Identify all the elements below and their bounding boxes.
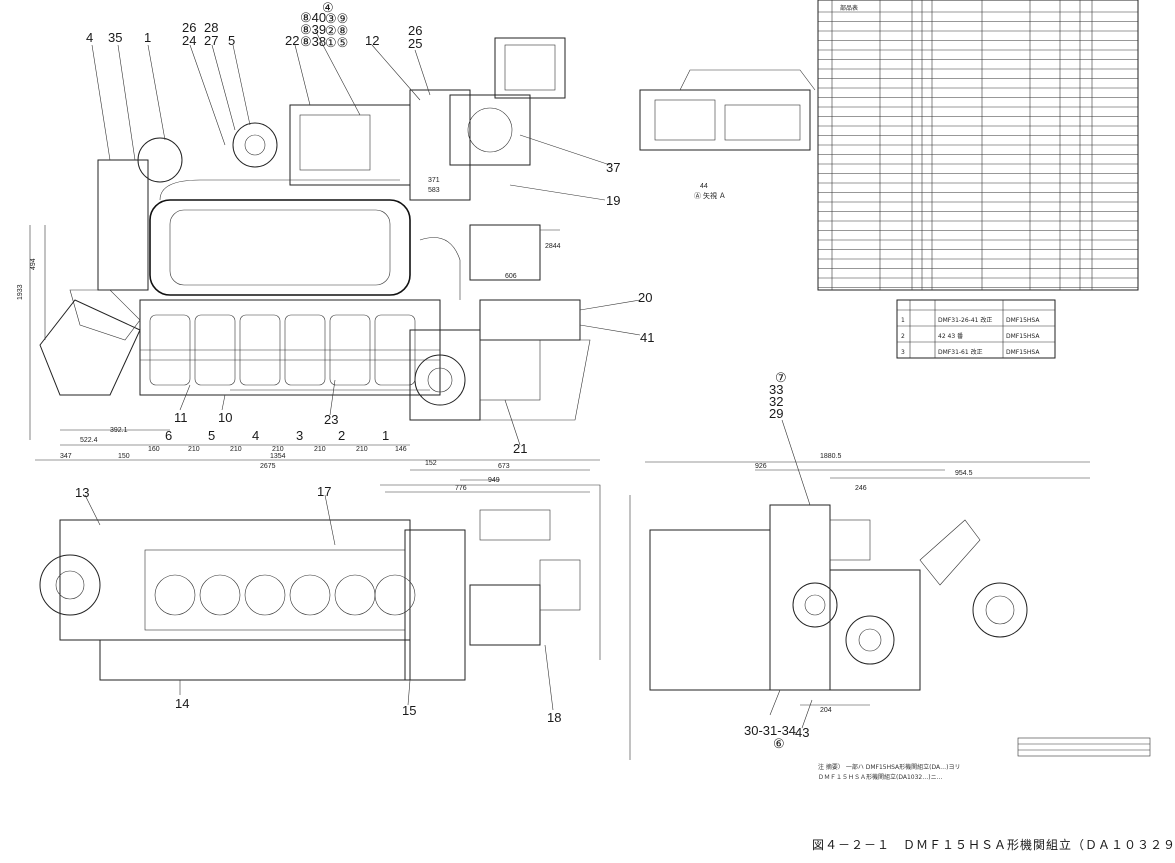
dim-150: 150 (118, 453, 130, 460)
callout-37: 37 (606, 160, 620, 175)
callout-15: ①⑤ (325, 35, 348, 50)
dim-776: 776 (455, 485, 467, 492)
dim-583: 583 (428, 187, 440, 194)
callout-28: 28 (204, 20, 218, 35)
cyl-5: 5 (208, 428, 215, 443)
callout-27: 27 (204, 33, 218, 48)
callout-11: 11 (174, 410, 188, 425)
rev-row-3-mark: 3 (901, 349, 905, 356)
dim-2844: 2844 (545, 243, 561, 250)
dim-954-5: 954.5 (955, 470, 973, 477)
callout-33: 33 (769, 382, 783, 397)
note-line-1: 注 摘要） 一部ハ DMF15HSA形機関組立(DA…)ヨリ (818, 764, 961, 771)
dim-246: 246 (855, 485, 867, 492)
dim-949: 949 (488, 477, 500, 484)
end-view: 1880.5 926 954.5 246 204 ⑦ 33 32 29 30-3… (629, 370, 1090, 760)
callout-35: 35 (108, 30, 122, 45)
cyl-3: 3 (296, 428, 303, 443)
dim-673: 673 (498, 463, 510, 470)
callout-26b: 26 (408, 23, 422, 38)
callout-13: 13 (75, 485, 89, 500)
dim-926: 926 (755, 463, 767, 470)
cyl-2: 2 (338, 428, 345, 443)
dim-522-4: 522.4 (80, 437, 98, 444)
dim-494: 494 (30, 258, 37, 270)
callout-41: 41 (640, 330, 654, 345)
dim-1880-5: 1880.5 (820, 453, 842, 460)
callout-12: 12 (365, 33, 379, 48)
callout-43: 43 (795, 725, 809, 740)
top-plan-view: 522.4 392.1 347 150 160 210 210 210 210 … (17, 0, 654, 471)
callout-18: 18 (547, 710, 561, 725)
callout-26a: 26 (182, 20, 196, 35)
side-elevation-view: 776 949 13 17 14 15 18 (39, 477, 601, 725)
callout-24: 24 (182, 33, 196, 48)
callout-17: 17 (317, 484, 331, 499)
callout-14: 14 (175, 696, 189, 711)
parts-list-table: 部品表 (817, 0, 1139, 291)
figure-caption: 図４－２－１ ＤＭＦ１５ＨＳＡ形機関組立（ＤＡ１０３２９） (812, 838, 1175, 852)
callout-22: 22 (285, 33, 299, 48)
callout-15-side: 15 (402, 703, 416, 718)
callout-5: 5 (228, 33, 235, 48)
dim-1933: 1933 (17, 284, 24, 300)
callout-19: 19 (606, 193, 620, 208)
callout-6: ⑥ (773, 736, 785, 751)
callout-20: 20 (638, 290, 652, 305)
detail-view-a: 44 Ⓐ 矢視 Ａ (639, 69, 816, 200)
callout-38: ⑧38 (300, 34, 326, 49)
dim-1354: 1354 (270, 453, 286, 460)
callout-29: 29 (769, 406, 783, 421)
title-block-strip (1017, 737, 1151, 757)
dim-392-1: 392.1 (110, 427, 128, 434)
dim-210-a: 210 (188, 446, 200, 453)
dim-204: 204 (820, 707, 832, 714)
rev-row-3-sign: DMF15HSA (1006, 349, 1040, 356)
dim-2675: 2675 (260, 463, 276, 470)
callout-4: 4 (86, 30, 93, 45)
callout-39b: ③⑨ (325, 11, 348, 26)
callout-40: ⑧40 (300, 10, 326, 25)
dim-146: 146 (395, 446, 407, 453)
dim-210-c: 210 (272, 446, 284, 453)
dim-160: 160 (148, 446, 160, 453)
callout-32: 32 (769, 394, 783, 409)
detail-view-number: 44 (700, 183, 708, 190)
callout-4c: ④ (322, 0, 334, 15)
callout-25: 25 (408, 36, 422, 51)
dim-210-b: 210 (230, 446, 242, 453)
callout-28b: ②⑧ (325, 23, 348, 38)
dim-210-e: 210 (356, 446, 368, 453)
cyl-1: 1 (382, 428, 389, 443)
rev-row-2-desc: 42 43 番 (938, 333, 963, 340)
callout-39: ⑧39 (300, 22, 326, 37)
detail-view-caption: Ⓐ 矢視 Ａ (694, 191, 726, 200)
dim-152: 152 (425, 460, 437, 467)
parts-list-caption: 部品表 (840, 4, 858, 12)
callout-23: 23 (324, 412, 338, 427)
dim-371: 371 (428, 177, 440, 184)
rev-row-2-mark: 2 (901, 333, 905, 340)
callout-21: 21 (513, 441, 527, 456)
callout-7: ⑦ (775, 370, 787, 385)
rev-row-3-desc: DMF31-61 改正 (938, 348, 983, 356)
rev-row-2-sign: DMF15HSA (1006, 333, 1040, 340)
cyl-6: 6 (165, 428, 172, 443)
callout-30-31-34: 30-31-34 (744, 723, 796, 738)
dim-347: 347 (60, 453, 72, 460)
dim-606: 606 (505, 273, 517, 280)
rev-row-1-sign: DMF15HSA (1006, 317, 1040, 324)
revision-table: 1 DMF31-26-41 改正 DMF15HSA 2 42 43 番 DMF1… (896, 299, 1056, 359)
note-line-2: ＤＭＦ１５ＨＳＡ形機関組立(DA1032…)ニ… (818, 774, 943, 781)
callout-10: 10 (218, 410, 232, 425)
rev-row-1-mark: 1 (901, 317, 905, 324)
dim-210-d: 210 (314, 446, 326, 453)
rev-row-1-desc: DMF31-26-41 改正 (938, 316, 992, 324)
cyl-4: 4 (252, 428, 259, 443)
callout-1: 1 (144, 30, 151, 45)
